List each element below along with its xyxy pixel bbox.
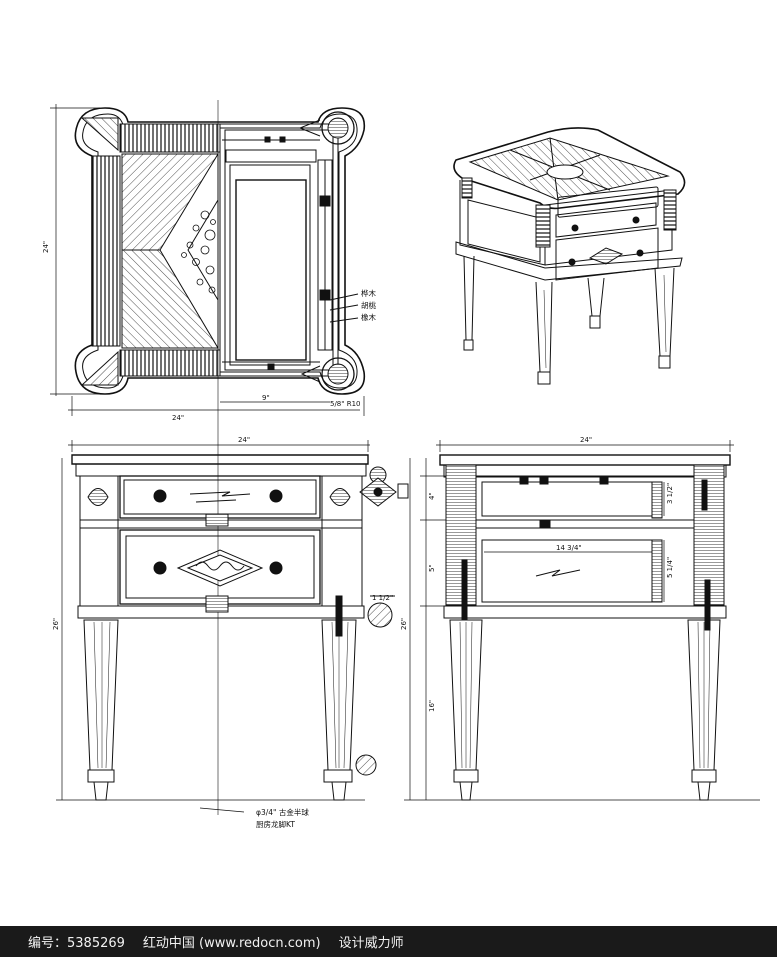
material-1: 桦木 bbox=[361, 288, 376, 298]
watermark-footer: 编号：5385269 红动中国 (www.redocn.com) 设计威力师 bbox=[0, 926, 777, 957]
front-width-dim: 24" bbox=[238, 436, 250, 444]
side-dimensions bbox=[404, 440, 760, 801]
right-drawer-bottom-h-dim: 5 1/4" bbox=[666, 557, 674, 578]
material-3: 橡木 bbox=[361, 312, 376, 322]
leg-h-dim: 16" bbox=[428, 700, 436, 712]
material-2: 胡桃 bbox=[361, 300, 376, 310]
footer-id: 编号：5385269 bbox=[28, 936, 125, 951]
front-dimensions bbox=[56, 440, 370, 813]
drawer-top-h-dim: 4" bbox=[428, 492, 436, 500]
footer-site[interactable]: 红动中国 (www.redocn.com) bbox=[142, 936, 321, 951]
side-width-dim: 24" bbox=[580, 436, 592, 444]
hardware-note-1: φ3/4" 古金半球 bbox=[256, 807, 309, 817]
hardware-note-2: 厨房龙脚KT bbox=[256, 819, 295, 829]
technical-drawing: 24" 24" 9" 5/8" R10 桦木 胡桃 橡木 bbox=[42, 100, 760, 829]
side-height-dim: 26" bbox=[400, 618, 408, 630]
drawer-bottom-h-dim: 5" bbox=[428, 564, 436, 572]
front-elevation bbox=[71, 454, 409, 801]
perspective-view bbox=[453, 127, 686, 385]
drawer-inner-width-dim: 14 3/4" bbox=[556, 544, 582, 552]
footer-author: 设计威力师 bbox=[338, 936, 404, 951]
top-width-dim: 24" bbox=[172, 414, 184, 422]
top-view-dimensions bbox=[50, 100, 365, 815]
top-depth-dim: 24" bbox=[42, 241, 50, 253]
front-height-dim: 26" bbox=[52, 618, 60, 630]
top-view bbox=[74, 107, 366, 395]
top-drawer-width-dim: 9" bbox=[262, 394, 270, 402]
side-section bbox=[439, 454, 731, 801]
right-drawer-top-h-dim: 3 1/2" bbox=[666, 483, 674, 504]
corner-note: 5/8" R10 bbox=[330, 400, 360, 408]
leg-dia-dim: 1 1/2" bbox=[372, 594, 393, 602]
